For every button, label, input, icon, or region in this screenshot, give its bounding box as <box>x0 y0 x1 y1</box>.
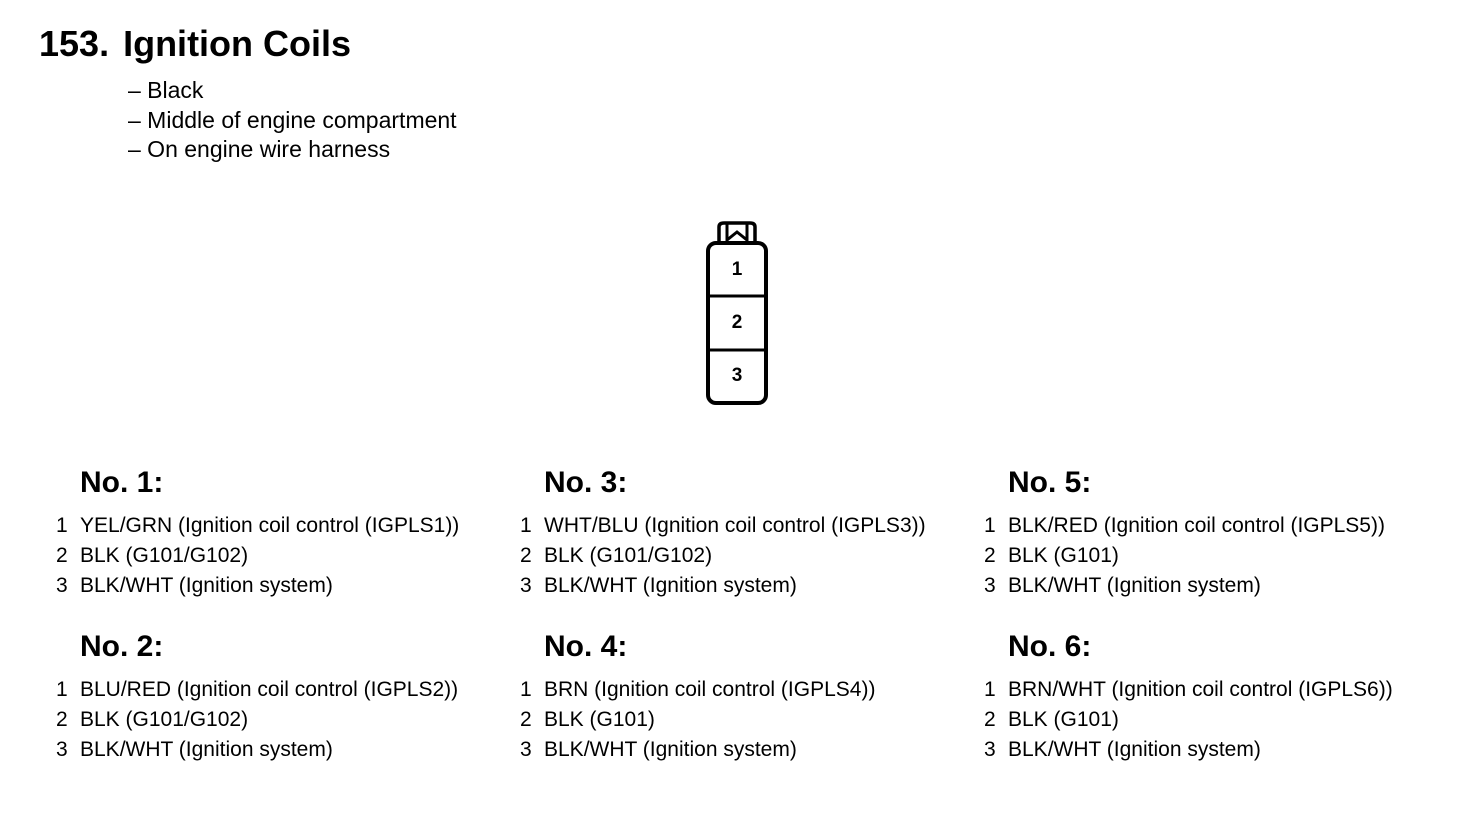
pin-list: 1 WHT/BLU (Ignition coil control (IGPLS3)… <box>520 511 926 600</box>
pin-number: 1 <box>56 678 68 701</box>
pin-row: 1 YEL/GRN (Ignition coil control (IGPLS1)… <box>56 511 459 541</box>
connector-lock-tab <box>717 221 757 243</box>
pin-number: 2 <box>56 543 68 567</box>
pin-number: 2 <box>56 707 68 731</box>
pin-description: BLK (G101/G102) <box>544 543 713 567</box>
coil-title: No. 2: <box>80 630 164 663</box>
pin-number: 3 <box>56 737 68 761</box>
pin-number: 1 <box>520 514 532 537</box>
pin-description: BLK/WHT (Ignition system) <box>544 573 797 597</box>
pin-number: 3 <box>984 573 996 597</box>
note-location: – Middle of engine compartment <box>128 106 457 133</box>
pin-number: 3 <box>56 573 68 597</box>
pin-row: 2 BLK (G101/G102) <box>520 541 926 571</box>
pin-number: 1 <box>984 678 996 701</box>
cavity-label-1: 1 <box>732 259 743 280</box>
pin-number: 2 <box>520 707 532 731</box>
pin-number: 3 <box>984 737 996 761</box>
pin-description: BRN/WHT (Ignition coil control (IGPLS6)) <box>1008 678 1393 701</box>
page-title: 153. Ignition Coils <box>39 24 351 64</box>
pin-number: 2 <box>520 543 532 567</box>
pin-row: 1 WHT/BLU (Ignition coil control (IGPLS3)… <box>520 511 926 541</box>
pin-description: BLK (G101) <box>544 707 655 731</box>
pin-row: 2 BLK (G101) <box>984 705 1393 735</box>
pin-list: 1 BRN/WHT (Ignition coil control (IGPLS6)… <box>984 675 1393 764</box>
coil-title: No. 3: <box>544 466 628 499</box>
connector-diagram: 1 2 3 <box>706 221 768 405</box>
pin-number: 2 <box>984 543 996 567</box>
pin-row: 3 BLK/WHT (Ignition system) <box>520 571 926 601</box>
coil-title: No. 5: <box>1008 466 1092 499</box>
pin-row: 3 BLK/WHT (Ignition system) <box>56 735 458 765</box>
pin-description: BLK/WHT (Ignition system) <box>80 737 333 761</box>
pin-row: 3 BLK/WHT (Ignition system) <box>56 571 459 601</box>
coil-title: No. 6: <box>1008 630 1092 663</box>
pin-description: BLK/WHT (Ignition system) <box>80 573 333 597</box>
section-title: Ignition Coils <box>123 23 352 64</box>
pin-description: BLK/RED (Ignition coil control (IGPLS5)) <box>1008 514 1385 537</box>
section-number: 153. <box>39 23 110 64</box>
pin-row: 3 BLK/WHT (Ignition system) <box>984 571 1385 601</box>
pin-row: 2 BLK (G101/G102) <box>56 541 459 571</box>
note-harness: – On engine wire harness <box>128 136 391 162</box>
cavity-label-3: 3 <box>732 365 743 386</box>
pin-row: 2 BLK (G101) <box>984 541 1385 571</box>
pin-row: 3 BLK/WHT (Ignition system) <box>520 735 875 765</box>
pin-description: YEL/GRN (Ignition coil control (IGPLS1)) <box>80 514 460 537</box>
pin-description: BRN (Ignition coil control (IGPLS4)) <box>544 678 876 701</box>
pin-row: 3 BLK/WHT (Ignition system) <box>984 735 1393 765</box>
connector-lock-tab-latch <box>725 224 749 244</box>
pin-number: 1 <box>56 514 68 537</box>
pin-description: BLK (G101) <box>1008 707 1119 731</box>
connector-notes: – Black – Middle of engine compartment –… <box>128 76 457 165</box>
pin-row: 1 BRN (Ignition coil control (IGPLS4)) <box>520 675 875 705</box>
coil-title: No. 1: <box>80 466 164 499</box>
cavity-label-2: 2 <box>732 312 743 333</box>
pin-description: BLU/RED (Ignition coil control (IGPLS2)) <box>80 678 459 701</box>
pin-number: 1 <box>984 514 996 537</box>
pin-description: BLK/WHT (Ignition system) <box>1008 573 1261 597</box>
pin-description: BLK/WHT (Ignition system) <box>1008 737 1261 761</box>
note-color: – Black <box>128 77 204 103</box>
pin-description: BLK (G101/G102) <box>80 543 249 567</box>
pin-list: 1 BLK/RED (Ignition coil control (IGPLS5)… <box>984 511 1385 600</box>
pin-number: 3 <box>520 737 532 761</box>
pin-number: 3 <box>520 573 532 597</box>
pin-row: 1 BRN/WHT (Ignition coil control (IGPLS6)… <box>984 675 1393 705</box>
pin-list: 1 BLU/RED (Ignition coil control (IGPLS2)… <box>56 675 458 764</box>
pin-number: 2 <box>984 707 996 731</box>
pin-list: 1 YEL/GRN (Ignition coil control (IGPLS1)… <box>56 511 459 600</box>
pin-number: 1 <box>520 678 532 701</box>
pin-description: BLK (G101) <box>1008 543 1119 567</box>
pin-description: WHT/BLU (Ignition coil control (IGPLS3)) <box>544 514 926 537</box>
pin-row: 2 BLK (G101/G102) <box>56 705 458 735</box>
coil-title: No. 4: <box>544 630 628 663</box>
pin-row: 2 BLK (G101) <box>520 705 875 735</box>
connector-body <box>706 241 768 405</box>
pin-description: BLK/WHT (Ignition system) <box>544 737 797 761</box>
pin-row: 1 BLK/RED (Ignition coil control (IGPLS5)… <box>984 511 1385 541</box>
pin-row: 1 BLU/RED (Ignition coil control (IGPLS2)… <box>56 675 458 705</box>
pin-description: BLK (G101/G102) <box>80 707 249 731</box>
